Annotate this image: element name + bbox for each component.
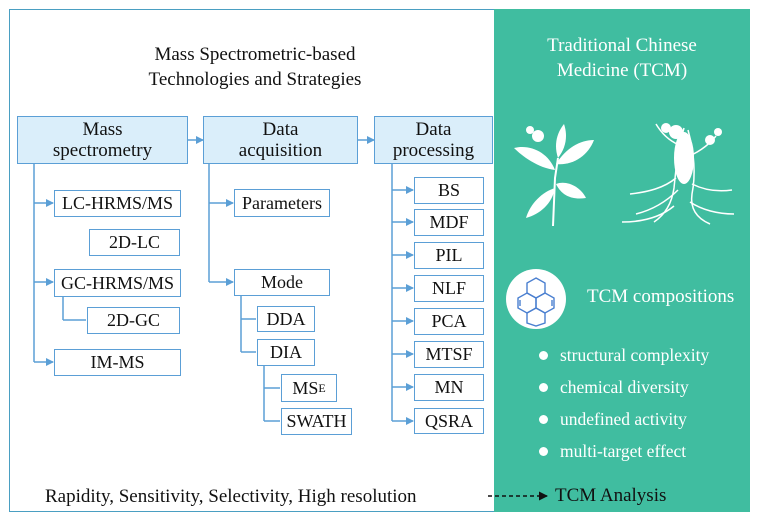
processing-item: PIL (414, 242, 484, 269)
bullet-dot-icon (539, 383, 548, 392)
processing-item: QSRA (414, 408, 484, 434)
processing-item: MN (414, 374, 484, 401)
processing-item: MDF (414, 209, 484, 236)
ms-item-im-ms: IM-MS (54, 349, 181, 376)
tcm-feature-text: structural complexity (560, 345, 710, 365)
acq-item-dia: DIA (257, 339, 315, 366)
header-data-processing-line1: Data (415, 119, 452, 140)
header-data-acquisition-line1: Data (262, 119, 299, 140)
ms-item-gc-hrms: GC-HRMS/MS (54, 269, 181, 297)
tcm-feature-item: structural complexity (539, 345, 709, 366)
bottom-left-text: Rapidity, Sensitivity, Selectivity, High… (45, 486, 417, 507)
header-data-processing: Data processing (374, 116, 493, 164)
mse-base: MS (292, 377, 319, 398)
ms-item-2d-lc: 2D-LC (89, 229, 180, 256)
header-data-acquisition-line2: acquisition (238, 140, 323, 161)
processing-item: BS (414, 177, 484, 204)
left-title-line2: Technologies and Strategies (148, 69, 362, 90)
left-title-line1: Mass Spectrometric-based (154, 44, 356, 65)
ms-item-lc-hrms: LC-HRMS/MS (54, 190, 181, 217)
tcm-feature-text: undefined activity (560, 409, 687, 429)
tcm-title-line2: Medicine (TCM) (556, 60, 688, 81)
processing-item: MTSF (414, 341, 484, 368)
tcm-feature-text: multi-target effect (560, 441, 687, 461)
tcm-feature-item: chemical diversity (539, 377, 689, 398)
acq-item-swath: SWATH (281, 408, 352, 435)
ms-item-2d-gc: 2D-GC (87, 307, 180, 334)
acq-item-mode: Mode (234, 269, 330, 296)
bullet-dot-icon (539, 351, 548, 360)
header-data-processing-line2: processing (392, 140, 475, 161)
bottom-right-text: TCM Analysis (555, 485, 667, 506)
left-title: Mass Spectrometric-based Technologies an… (120, 42, 390, 92)
tcm-feature-item: undefined activity (539, 409, 687, 430)
ginseng-root-illustration (621, 123, 735, 225)
tcm-panel (494, 9, 750, 512)
bullet-dot-icon (539, 415, 548, 424)
bullet-dot-icon (539, 447, 548, 456)
acq-item-dda: DDA (257, 306, 315, 332)
mse-superscript: E (318, 380, 326, 395)
tcm-feature-text: chemical diversity (560, 377, 689, 397)
header-mass-spectrometry: Mass spectrometry (17, 116, 188, 164)
molecule-structure-icon (506, 269, 566, 329)
processing-item: PCA (414, 308, 484, 335)
herb-leaf-illustration (514, 124, 594, 227)
header-mass-spectrometry-line2: spectrometry (52, 140, 153, 161)
acq-item-parameters: Parameters (234, 189, 330, 217)
tcm-title-line1: Traditional Chinese (547, 35, 697, 56)
processing-item: NLF (414, 275, 484, 302)
tcm-feature-item: multi-target effect (539, 441, 686, 462)
header-mass-spectrometry-line1: Mass (82, 119, 123, 140)
tcm-title: Traditional Chinese Medicine (TCM) (494, 33, 750, 83)
tcm-compositions-label: TCM compositions (587, 286, 735, 307)
header-data-acquisition: Data acquisition (203, 116, 358, 164)
